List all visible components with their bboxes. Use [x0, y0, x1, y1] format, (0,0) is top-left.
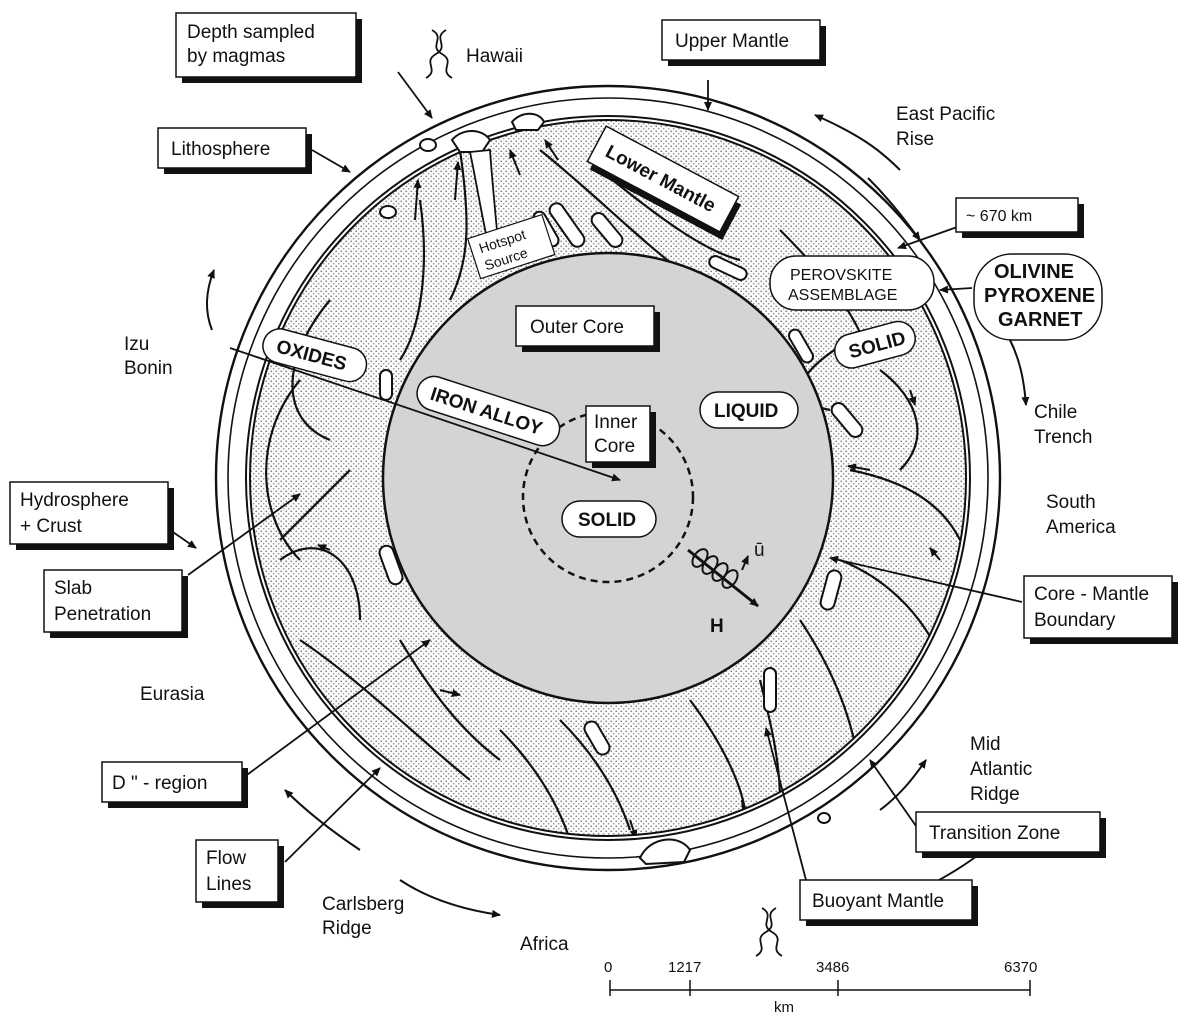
scale-bar: 0 1217 3486 6370 km: [604, 959, 1037, 1016]
svg-text:SOLID: SOLID: [578, 510, 636, 531]
svg-text:Hydrosphere: Hydrosphere: [20, 490, 129, 511]
svg-text:Flow: Flow: [206, 848, 246, 869]
svg-text:Lithosphere: Lithosphere: [171, 139, 270, 160]
label-upper-mantle: Upper Mantle: [662, 20, 826, 66]
label-chile-1: Chile: [1034, 402, 1077, 423]
africa-plume-symbol: [756, 908, 782, 956]
scale-tick-0: 0: [604, 959, 612, 976]
svg-text:by magmas: by magmas: [187, 46, 285, 67]
svg-text:Depth sampled: Depth sampled: [187, 22, 315, 43]
label-east-pacific-1: East Pacific: [896, 104, 995, 125]
svg-text:PEROVSKITE: PEROVSKITE: [790, 267, 892, 284]
svg-text:Core - Mantle: Core - Mantle: [1034, 584, 1149, 605]
label-depth-sampled: Depth sampled by magmas: [176, 13, 362, 83]
label-hydrosphere-crust: Hydrosphere + Crust: [10, 482, 174, 550]
label-mid-atlantic-2: Atlantic: [970, 759, 1032, 780]
label-perovskite-assemblage: PEROVSKITE ASSEMBLAGE: [770, 256, 934, 310]
svg-text:Inner: Inner: [594, 412, 638, 433]
svg-text:Penetration: Penetration: [54, 604, 151, 625]
scale-tick-3486: 3486: [816, 959, 849, 976]
label-flow-lines: Flow Lines: [196, 840, 284, 908]
label-outer-core: Outer Core: [516, 306, 660, 352]
label-lithosphere: Lithosphere: [158, 128, 312, 174]
label-magnetic-h: H: [710, 616, 724, 637]
scale-tick-6370: 6370: [1004, 959, 1037, 976]
label-slab-penetration: Slab Penetration: [44, 570, 188, 638]
label-inner-core: Inner Core: [586, 406, 656, 468]
label-olivine-pyroxene-garnet: OLIVINE PYROXENE GARNET: [974, 254, 1102, 340]
label-carlsberg-2: Ridge: [322, 918, 372, 939]
label-east-pacific-2: Rise: [896, 129, 934, 150]
svg-text:Lines: Lines: [206, 874, 251, 895]
label-south-america-1: South: [1046, 492, 1096, 513]
svg-text:Slab: Slab: [54, 578, 92, 599]
svg-text:OLIVINE: OLIVINE: [994, 261, 1074, 283]
label-hawaii: Hawaii: [466, 46, 523, 67]
label-liquid: LIQUID: [700, 392, 798, 428]
svg-text:Buoyant Mantle: Buoyant Mantle: [812, 891, 944, 912]
svg-text:GARNET: GARNET: [998, 309, 1082, 331]
label-mid-atlantic-3: Ridge: [970, 784, 1020, 805]
label-chile-2: Trench: [1034, 427, 1092, 448]
label-south-america-2: America: [1046, 517, 1116, 538]
label-d-region: D " - region: [102, 762, 248, 808]
svg-text:Transition Zone: Transition Zone: [929, 823, 1060, 844]
label-core-mantle-boundary: Core - Mantle Boundary: [1024, 576, 1178, 644]
label-eurasia: Eurasia: [140, 684, 205, 705]
svg-text:ASSEMBLAGE: ASSEMBLAGE: [788, 287, 897, 304]
svg-text:~ 670 km: ~ 670 km: [966, 208, 1032, 225]
svg-text:+ Crust: + Crust: [20, 516, 82, 537]
label-africa: Africa: [520, 934, 569, 955]
label-mid-atlantic-1: Mid: [970, 734, 1001, 755]
label-transition-zone: Transition Zone: [916, 812, 1106, 858]
label-solid-inner-core: SOLID: [562, 501, 656, 537]
scale-tick-1217: 1217: [668, 959, 701, 976]
svg-text:Upper Mantle: Upper Mantle: [675, 31, 789, 52]
label-izu-1: Izu: [124, 334, 149, 355]
label-buoyant-mantle: Buoyant Mantle: [800, 880, 978, 926]
svg-text:Outer Core: Outer Core: [530, 317, 624, 338]
label-carlsberg-1: Carlsberg: [322, 894, 404, 915]
svg-text:LIQUID: LIQUID: [714, 401, 778, 422]
svg-text:Boundary: Boundary: [1034, 610, 1116, 631]
svg-text:PYROXENE: PYROXENE: [984, 285, 1095, 307]
label-velocity-u: ū: [754, 540, 765, 561]
label-670-km: ~ 670 km: [956, 198, 1084, 238]
scale-unit: km: [774, 999, 794, 1016]
label-izu-2: Bonin: [124, 358, 173, 379]
svg-text:Core: Core: [594, 436, 635, 457]
hawaii-plume-symbol: [426, 30, 452, 78]
svg-text:D " - region: D " - region: [112, 773, 207, 794]
